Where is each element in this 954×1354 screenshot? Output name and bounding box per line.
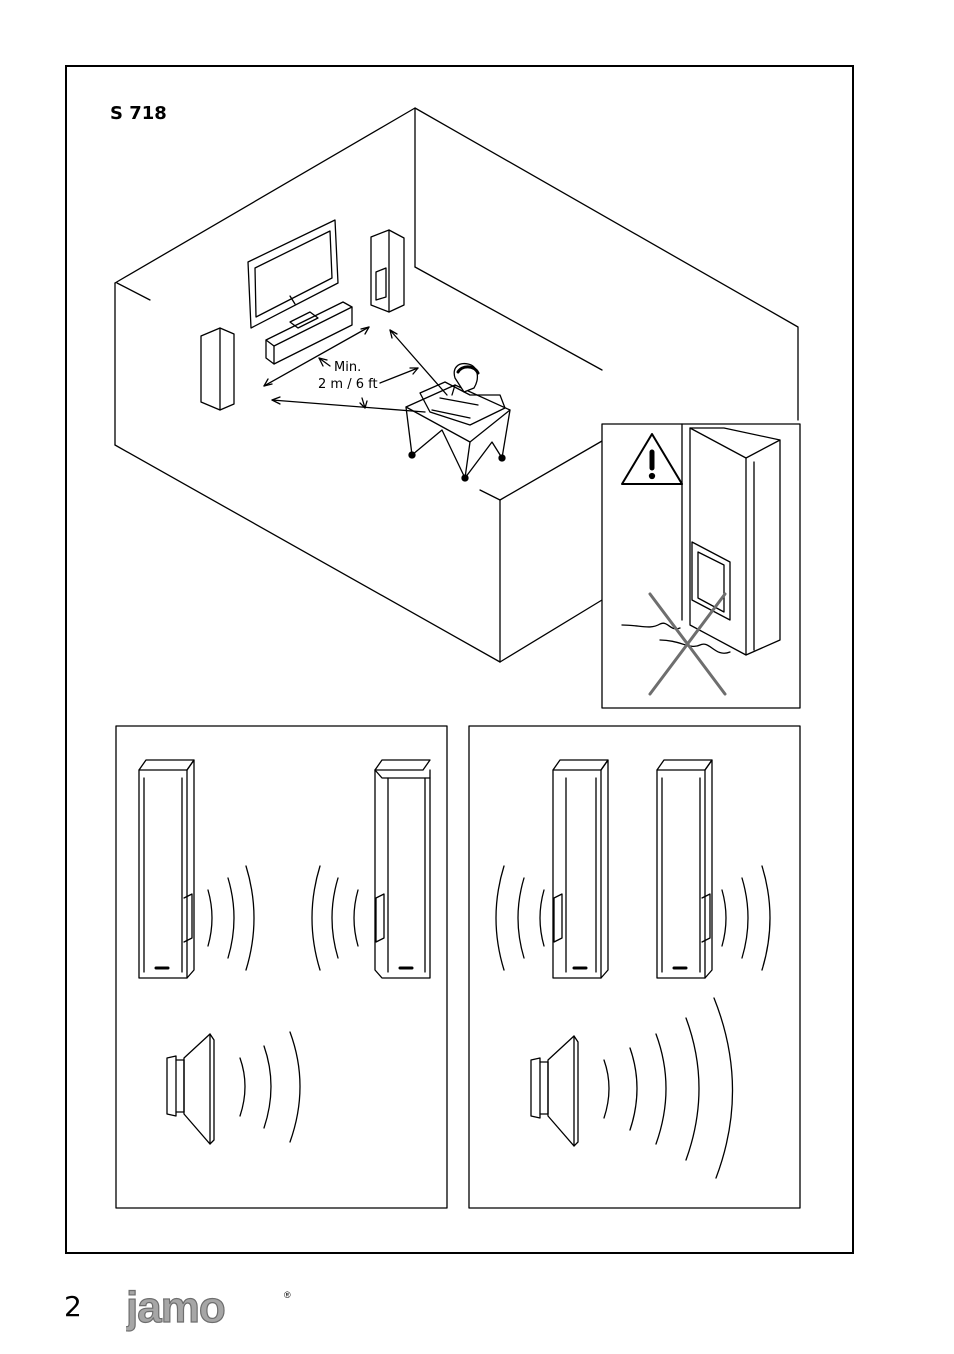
page-number: 2	[64, 1290, 82, 1323]
right-speaker	[371, 230, 404, 312]
tower-speaker-right	[375, 760, 430, 978]
woofer-driver-right	[531, 1036, 578, 1146]
tower-speaker-left	[139, 760, 194, 978]
chair-with-listener	[406, 364, 510, 481]
registered-mark: ®	[284, 1290, 291, 1300]
woofer-driver-left	[167, 1034, 214, 1144]
tower-speaker-a	[553, 760, 608, 978]
distance-label-value: 2 m / 6 ft	[318, 377, 378, 393]
left-speaker	[201, 328, 234, 410]
stereo-placement-panel	[116, 726, 447, 1208]
room-illustration	[115, 108, 800, 708]
tower-speaker-b	[657, 760, 712, 978]
wide-placement-panel	[469, 726, 800, 1208]
brand-wordmark: jamo	[126, 1286, 225, 1332]
wall-warning-inset	[602, 424, 800, 708]
tv-bench	[266, 302, 352, 364]
distance-label-min: Min.	[334, 360, 361, 376]
